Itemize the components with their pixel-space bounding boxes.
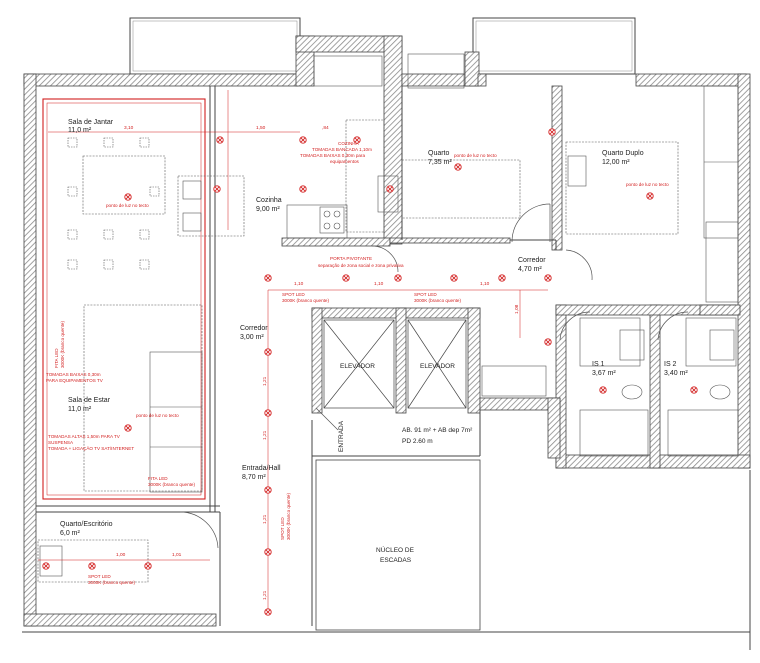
- walls: [23, 35, 751, 627]
- dim-121d: 1,21: [262, 590, 268, 600]
- doors: [179, 203, 689, 549]
- room-area-corredor-left: 3,00 m²: [240, 334, 264, 341]
- room-name-is2: IS 2: [664, 361, 677, 368]
- note-tomadas-tv-2: PARA EQUIPAMENTOS TV: [46, 378, 104, 383]
- elevator-label-left: ELEVADOR: [340, 363, 375, 370]
- dim-110c: 1,10: [480, 281, 490, 287]
- room-area-cozinha: 9,00 m²: [256, 206, 280, 213]
- dim-110b: 1,10: [374, 281, 384, 287]
- furniture: [37, 53, 739, 583]
- note-tomadas-tv-1: TOMADAS BAIXAS 0,30m: [46, 372, 101, 377]
- dim-84: ,84: [322, 125, 329, 131]
- entrance-label: ENTRADA: [338, 420, 345, 452]
- stairs-label-1: NÚCLEO DE: [376, 545, 415, 554]
- room-name-quarto: Quarto: [428, 150, 450, 157]
- room-name-escritorio: Quarto/Escritório: [60, 521, 113, 528]
- note-spot-led-2: SPOT LED: [414, 292, 437, 297]
- note-cozinha-tag: COZINHA: [338, 141, 360, 146]
- note-spot-led-1: SPOT LED: [282, 292, 305, 297]
- note-ceiling-light-quarto: ponto de luz no tecto: [454, 153, 497, 158]
- dim-121c: 1,21: [262, 514, 268, 524]
- stair-core: [315, 459, 481, 631]
- room-area-sala-jantar: 11,0 m²: [68, 127, 92, 134]
- stairs-label-2: ESCADAS: [380, 557, 412, 564]
- room-area-escritorio: 6,0 m²: [60, 530, 81, 537]
- pd-info: PD 2.60 m: [402, 438, 433, 445]
- room-area-quarto-duplo: 12,00 m²: [602, 159, 630, 166]
- room-name-corredor-right: Corredor: [518, 257, 546, 264]
- elevator-label-right: ELEVADOR: [420, 363, 455, 370]
- note-tomadas-tv-3: TOMADAS ALTAS 1,50m PARA TV: [48, 434, 121, 439]
- room-area-corredor-right: 4,70 m²: [518, 266, 542, 273]
- room-name-entrada-hall: Entrada/Hall: [242, 465, 281, 472]
- dim-100: 1,00: [116, 552, 126, 558]
- note-spot-led-3-color: 3000K (branco quente): [88, 580, 135, 585]
- elevator-shafts: [323, 319, 467, 409]
- room-name-is1: IS 1: [592, 361, 605, 368]
- note-porta-pivotante: PORTA PIVOTANTE: [330, 256, 372, 261]
- dim-121a: 1,21: [262, 376, 268, 386]
- room-name-sala-estar: Sala de Estar: [68, 397, 111, 404]
- dimension-lines: [38, 90, 548, 610]
- note-tomadas-baixas: TOMADAS BAIXAS 0,30m para: [300, 153, 365, 158]
- note-tomadas-tv-5: TOMADA + LIGAÇÃO TV SAT/INTERNET: [48, 445, 134, 451]
- note-spot-led-vertical: SPOT LED: [280, 517, 285, 540]
- room-name-cozinha: Cozinha: [256, 197, 282, 204]
- area-info: AB. 91 m² + AB dep 7m²: [402, 427, 473, 434]
- note-fita-led-bottom-color: 3000K (branco quente): [148, 482, 195, 487]
- dim-101: 1,01: [172, 552, 182, 558]
- note-porta-pivotante-sub: separação de zona social e zona privativ…: [318, 263, 404, 268]
- note-spot-led-2-color: 3000K (branco quente): [414, 298, 461, 303]
- note-ceiling-light-dining: ponto de luz no tecto: [106, 203, 149, 208]
- room-name-quarto-duplo: Quarto Duplo: [602, 150, 644, 157]
- note-spot-led-vertical-color: 3000K (branco quente): [286, 493, 291, 540]
- note-fita-led-bottom: FITA LED: [148, 476, 168, 481]
- note-ceiling-light-living: ponto de luz no tecto: [136, 413, 179, 418]
- note-tomadas-tv-4: SUSPENSA: [48, 440, 74, 445]
- note-spot-led-1-color: 3000K (branco quente): [282, 298, 329, 303]
- dim-108: 1,08: [514, 304, 520, 314]
- note-fita-led-side: FITA LED: [54, 348, 59, 368]
- room-area-sala-estar: 11,0 m²: [68, 406, 92, 413]
- room-area-entrada-hall: 8,70 m²: [242, 474, 266, 481]
- room-area-is1: 3,67 m²: [592, 370, 616, 377]
- thin-walls: [22, 86, 751, 650]
- note-spot-led-3: SPOT LED: [88, 574, 111, 579]
- note-tomadas-baixas-sub: equipamentos: [330, 159, 360, 164]
- room-area-quarto: 7,35 m²: [428, 159, 452, 166]
- room-area-is2: 3,40 m²: [664, 370, 688, 377]
- dim-121b: 1,21: [262, 430, 268, 440]
- room-name-sala-jantar: Sala de Jantar: [68, 119, 114, 126]
- dim-310: 3,10: [124, 125, 134, 131]
- dim-110a: 1,10: [294, 281, 304, 287]
- note-fita-led-side-color: 3000K (branco quente): [60, 321, 65, 368]
- note-ceiling-light-duplo: ponto de luz no tecto: [626, 182, 669, 187]
- dim-150: 1,50: [256, 125, 266, 131]
- note-tomadas-bancada: TOMADAS BANCADA 1,10m: [312, 147, 372, 152]
- led-strip-living: [42, 98, 206, 500]
- room-name-corredor-left: Corredor: [240, 325, 268, 332]
